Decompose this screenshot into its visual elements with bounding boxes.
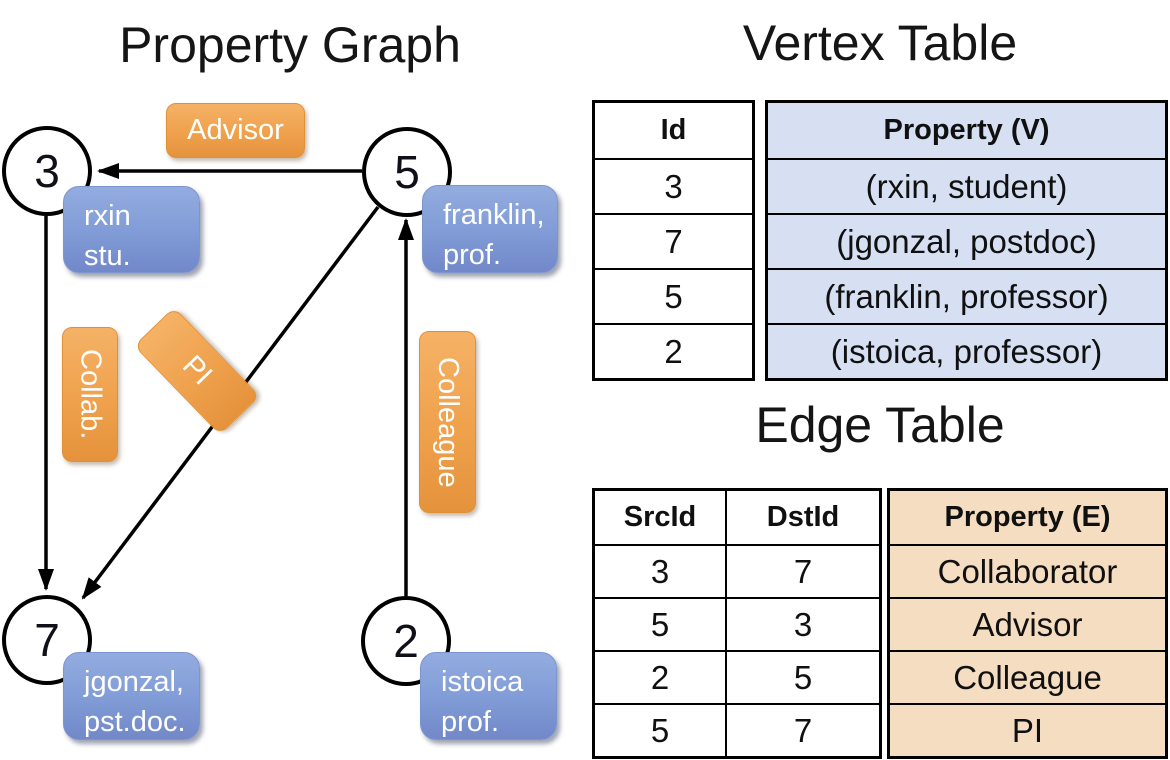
edge-label-advisor: Advisor — [166, 103, 305, 158]
node-id-label: 3 — [34, 145, 60, 197]
edge-property-cell: Advisor — [890, 597, 1165, 650]
edge-srcid-cell: 5 — [595, 705, 727, 756]
vertex-id-cell: 2 — [595, 323, 752, 378]
edge-property-cell: Colleague — [890, 650, 1165, 703]
edge-dstid-cell: 5 — [793, 658, 813, 696]
edge-property-cell: PI — [890, 703, 1165, 756]
node-property-box-7: jgonzal, pst.doc. — [63, 652, 200, 740]
node-property-line: franklin, — [443, 199, 545, 231]
vertex-property-header: Property (V) — [883, 114, 1050, 146]
edge-dstid-cell: 7 — [793, 711, 813, 749]
node-property-line: rxin — [84, 200, 131, 232]
edge-property-header: Property (E) — [944, 501, 1111, 533]
vertex-property-cell: (franklin, professor) — [768, 268, 1165, 323]
vertex-table-property-column: Property (V) (rxin, student)(jgonzal, po… — [765, 100, 1168, 381]
vertex-property-cell: (istoica, professor) — [768, 323, 1165, 378]
vertex-id-cell: 3 — [595, 158, 752, 213]
node-id-label: 5 — [394, 146, 420, 198]
edge-dstid-cell: 7 — [793, 552, 813, 590]
node-id-label: 7 — [34, 614, 60, 666]
vertex-id-cell: 5 — [595, 268, 752, 323]
node-property-line: jgonzal, — [84, 666, 184, 698]
edge-dstid-header: DstId — [766, 501, 840, 533]
vertex-property-cell: (jgonzal, postdoc) — [768, 213, 1165, 268]
vertex-property-cell: (rxin, student) — [768, 158, 1165, 213]
node-property-box-5: franklin, prof. — [422, 185, 558, 273]
property-graph-title: Property Graph — [119, 17, 461, 73]
node-property-line: prof. — [443, 239, 502, 271]
edge-label-collab: Collab. — [62, 327, 118, 462]
graph-node-2: 2 — [361, 596, 451, 686]
edge-srcid-cell: 2 — [595, 652, 727, 703]
vertex-id-cell: 7 — [595, 213, 752, 268]
vertex-id-header: Id — [660, 114, 687, 146]
edge-label-colleague: Colleague — [419, 331, 476, 513]
node-property-line: prof. — [441, 706, 500, 738]
node-property-line: pst.doc. — [84, 706, 186, 738]
node-id-label: 2 — [393, 615, 419, 667]
node-property-box-2: istoica prof. — [420, 652, 557, 740]
edge-srcid-header: SrcId — [595, 491, 727, 544]
vertex-table-title: Vertex Table — [742, 15, 1018, 71]
node-property-line: stu. — [84, 240, 131, 272]
edge-dstid-cell: 3 — [793, 605, 813, 643]
edge-srcid-cell: 5 — [595, 599, 727, 650]
edge-srcid-cell: 3 — [595, 546, 727, 597]
edge-table-title: Edge Table — [755, 397, 1005, 453]
edge-property-cell: Collaborator — [890, 544, 1165, 597]
graph-node-5: 5 — [362, 127, 452, 217]
node-property-box-3: rxin stu. — [63, 186, 200, 273]
node-property-line: istoica — [441, 666, 524, 698]
